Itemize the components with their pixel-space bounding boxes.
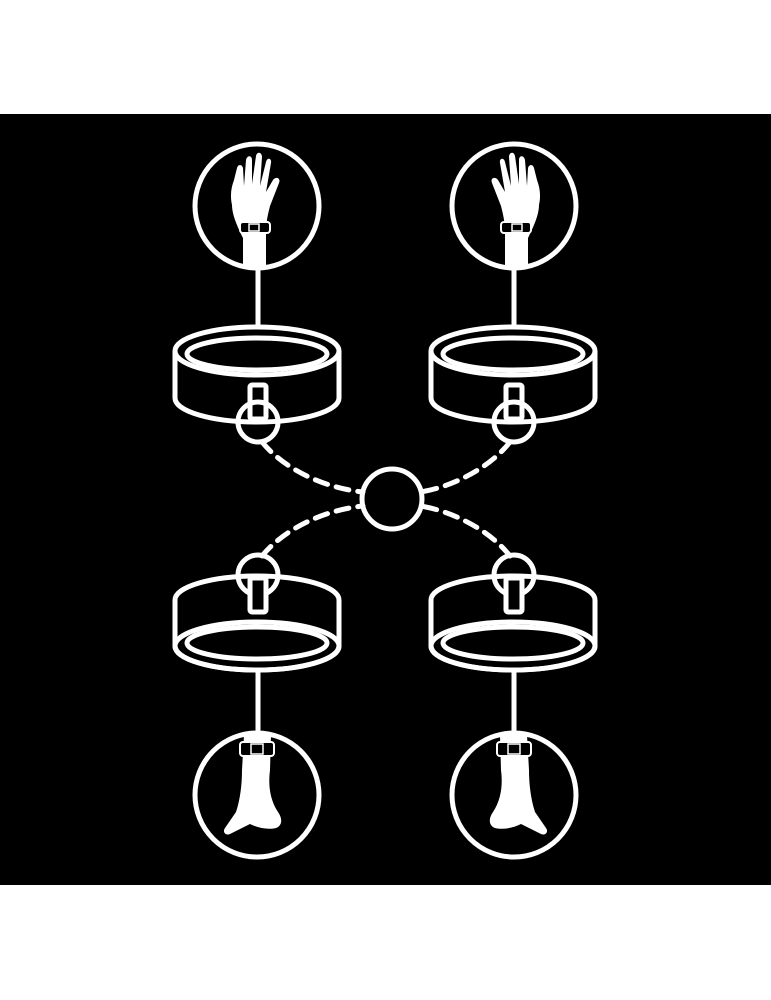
connector-ring-icon <box>359 466 425 532</box>
left-foot-circle <box>192 730 322 860</box>
chain-top-left <box>259 439 366 495</box>
o-ring-icon <box>491 382 537 445</box>
chain-bottom-left <box>259 503 366 559</box>
diagram-panel <box>0 114 771 885</box>
right-foot-icon <box>489 735 548 835</box>
ankle-cuff-icon <box>172 573 342 673</box>
wrist-cuff-icon <box>428 324 598 425</box>
left-hand-icon <box>230 152 280 268</box>
o-ring-icon <box>491 552 537 615</box>
right-foot-circle <box>449 730 579 860</box>
o-ring-icon <box>235 552 281 615</box>
left-foot-icon <box>223 735 282 835</box>
wrist-cuff-icon <box>172 324 342 425</box>
ankle-cuff-icon <box>428 573 598 673</box>
chain-top-right <box>417 439 513 495</box>
right-hand-icon <box>491 152 541 268</box>
chain-bottom-right <box>417 503 513 559</box>
restraint-diagram <box>172 141 598 860</box>
dashed-chains <box>259 439 513 559</box>
o-ring-icon <box>235 382 281 445</box>
